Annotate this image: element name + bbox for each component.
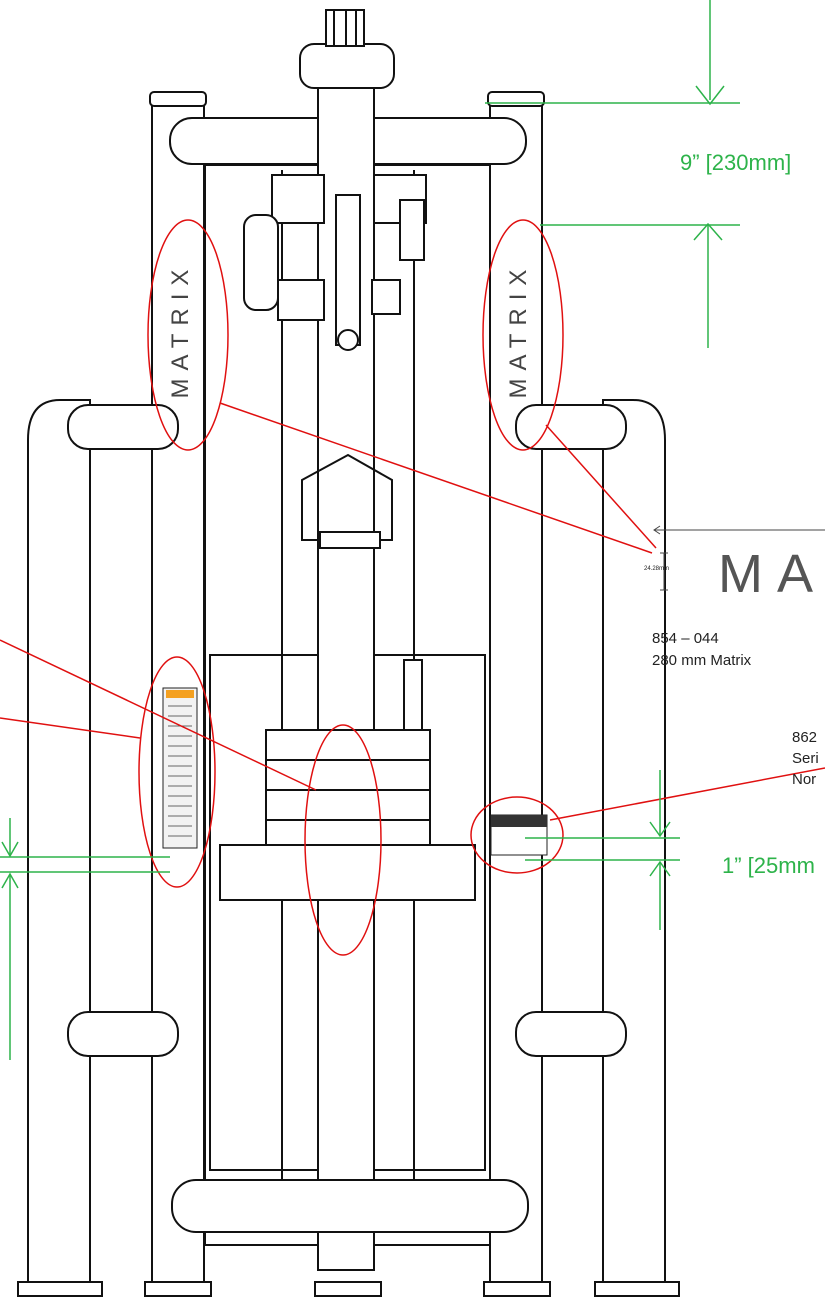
callout-warning: [138, 656, 216, 888]
left-handle-frame: [27, 399, 91, 1290]
logo-detail-text: MA: [718, 544, 825, 604]
part-number: 854 – 044: [652, 630, 719, 647]
callout-left-logo: [147, 219, 229, 451]
part-description: 280 mm Matrix: [652, 652, 752, 669]
bottom-dimension-label: 1” [25mm: [722, 853, 815, 878]
weight-stack: [265, 729, 431, 761]
right-upright-logo: MATRIX: [505, 262, 532, 399]
serial-line-1: 862: [792, 729, 818, 746]
callout-serial: [470, 796, 564, 874]
serial-line-3: Nor: [792, 771, 817, 788]
logo-detail: [653, 525, 825, 591]
callout-right-logo: [482, 219, 564, 451]
bottom-crossbar: [171, 1179, 529, 1233]
top-dimension-label: 9” [230mm]: [680, 150, 792, 175]
warning-decal: [162, 687, 198, 849]
callout-center: [304, 724, 382, 956]
logo-height-label: 24.28mm: [644, 566, 670, 572]
serial-line-2: Seri: [792, 750, 819, 767]
left-upright-logo: MATRIX: [167, 262, 194, 399]
right-handle-frame: [602, 399, 666, 1290]
